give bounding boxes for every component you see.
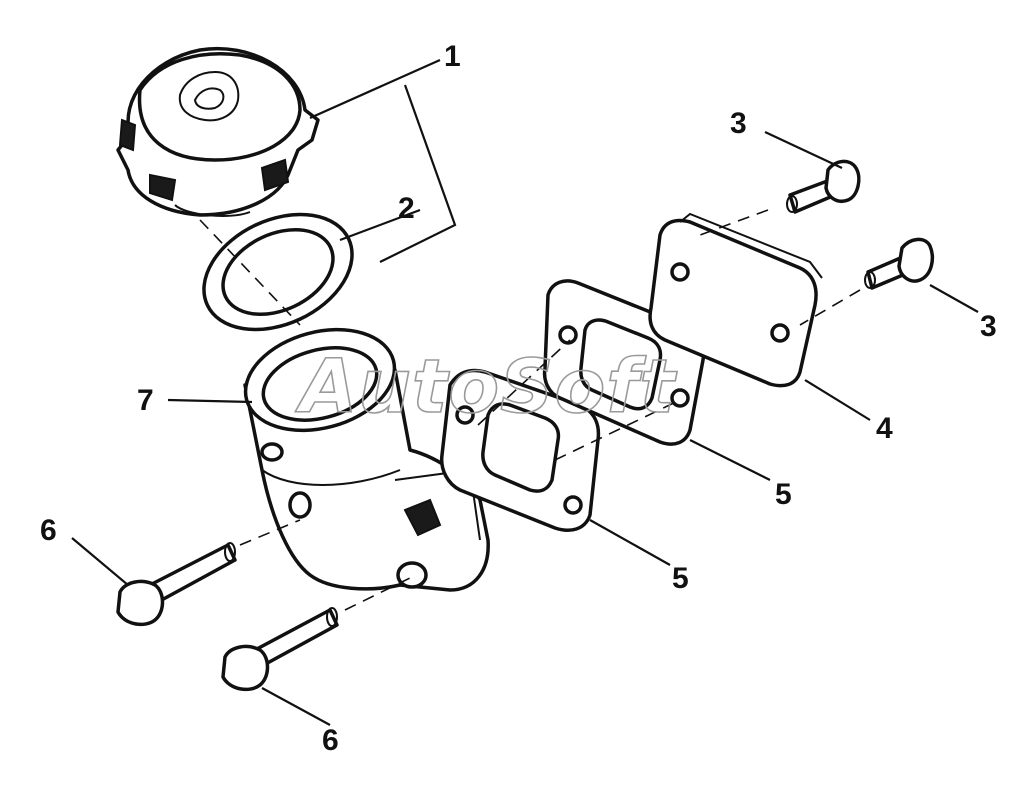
callout-6-upper: 6: [40, 514, 57, 547]
callout-3-upper: 3: [730, 107, 747, 140]
bolt-3-upper: [786, 159, 861, 214]
filler-cap: [116, 47, 320, 217]
bolt-6-lower: [221, 607, 339, 692]
callout-6-lower: 6: [322, 724, 339, 757]
callout-5-lower: 5: [672, 562, 689, 595]
filler-neck: [243, 327, 490, 592]
bolt-6-upper: [116, 542, 237, 627]
bolt-3-lower: [864, 237, 934, 290]
callout-2: 2: [398, 192, 415, 225]
gasket-lower: [439, 368, 601, 532]
cover-plate: [648, 212, 823, 388]
leader-lines: [71, 58, 979, 726]
assembly-axes: [199, 209, 861, 611]
callout-5-upper: 5: [775, 478, 792, 511]
callout-7: 7: [137, 384, 154, 417]
sealing-ring: [202, 212, 354, 332]
watermark: AutoSoft: [295, 344, 677, 430]
callout-1: 1: [444, 40, 461, 73]
callout-3-lower: 3: [980, 310, 997, 343]
callout-4: 4: [876, 412, 893, 445]
